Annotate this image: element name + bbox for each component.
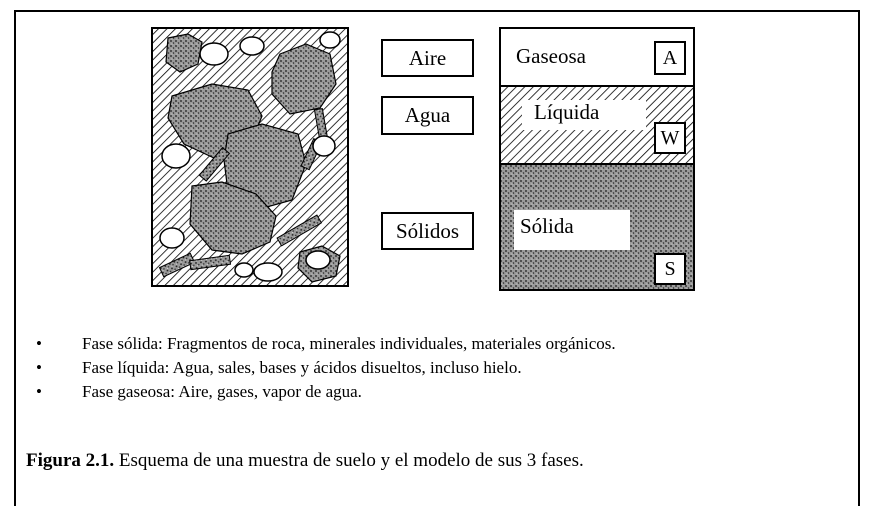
bullet-icon: • <box>36 382 42 401</box>
bullet-icon: • <box>36 358 42 377</box>
soil-pore <box>159 227 185 249</box>
soil-grain <box>189 181 277 255</box>
phase-liquid-label: Líquida <box>522 100 646 130</box>
soil-pore <box>234 262 254 278</box>
phase-gas-label: Gaseosa <box>516 44 586 68</box>
soil-pore <box>312 135 336 157</box>
soil-pore <box>319 31 341 49</box>
phase-description-list: •Fase sólida: Fragmentos de roca, minera… <box>36 332 616 404</box>
soil-sample <box>151 27 349 287</box>
water-label: Agua <box>381 96 474 135</box>
figure-caption-label: Figura 2.1. <box>26 450 115 471</box>
figure-caption: Figura 2.1. Esquema de una muestra de su… <box>26 450 584 472</box>
phase-liquid-letter: W <box>654 122 686 154</box>
solids-label: Sólidos <box>381 212 474 250</box>
soil-pore <box>239 36 265 56</box>
air-label: Aire <box>381 39 474 77</box>
soil-pore <box>199 42 229 66</box>
soil-grain <box>198 146 231 182</box>
soil-grain <box>158 252 196 278</box>
soil-grain <box>223 123 307 211</box>
phase-solid-letter: S <box>654 253 686 285</box>
list-item: •Fase líquida: Agua, sales, bases y ácid… <box>36 356 616 380</box>
list-item: •Fase gaseosa: Aire, gases, vapor de agu… <box>36 380 616 404</box>
list-item: •Fase sólida: Fragmentos de roca, minera… <box>36 332 616 356</box>
soil-pore <box>305 250 331 270</box>
soil-grain <box>189 254 232 271</box>
figure-caption-text: Esquema de una muestra de suelo y el mod… <box>114 450 584 471</box>
bullet-icon: • <box>36 334 42 353</box>
phase-solid-label: Sólida <box>514 210 630 250</box>
figure-frame <box>14 10 860 506</box>
phase-gas-letter: A <box>654 41 686 75</box>
soil-grain <box>271 43 337 115</box>
soil-grain <box>276 214 323 247</box>
soil-pore <box>161 143 191 169</box>
soil-grain <box>165 33 203 73</box>
soil-pore <box>253 262 283 282</box>
